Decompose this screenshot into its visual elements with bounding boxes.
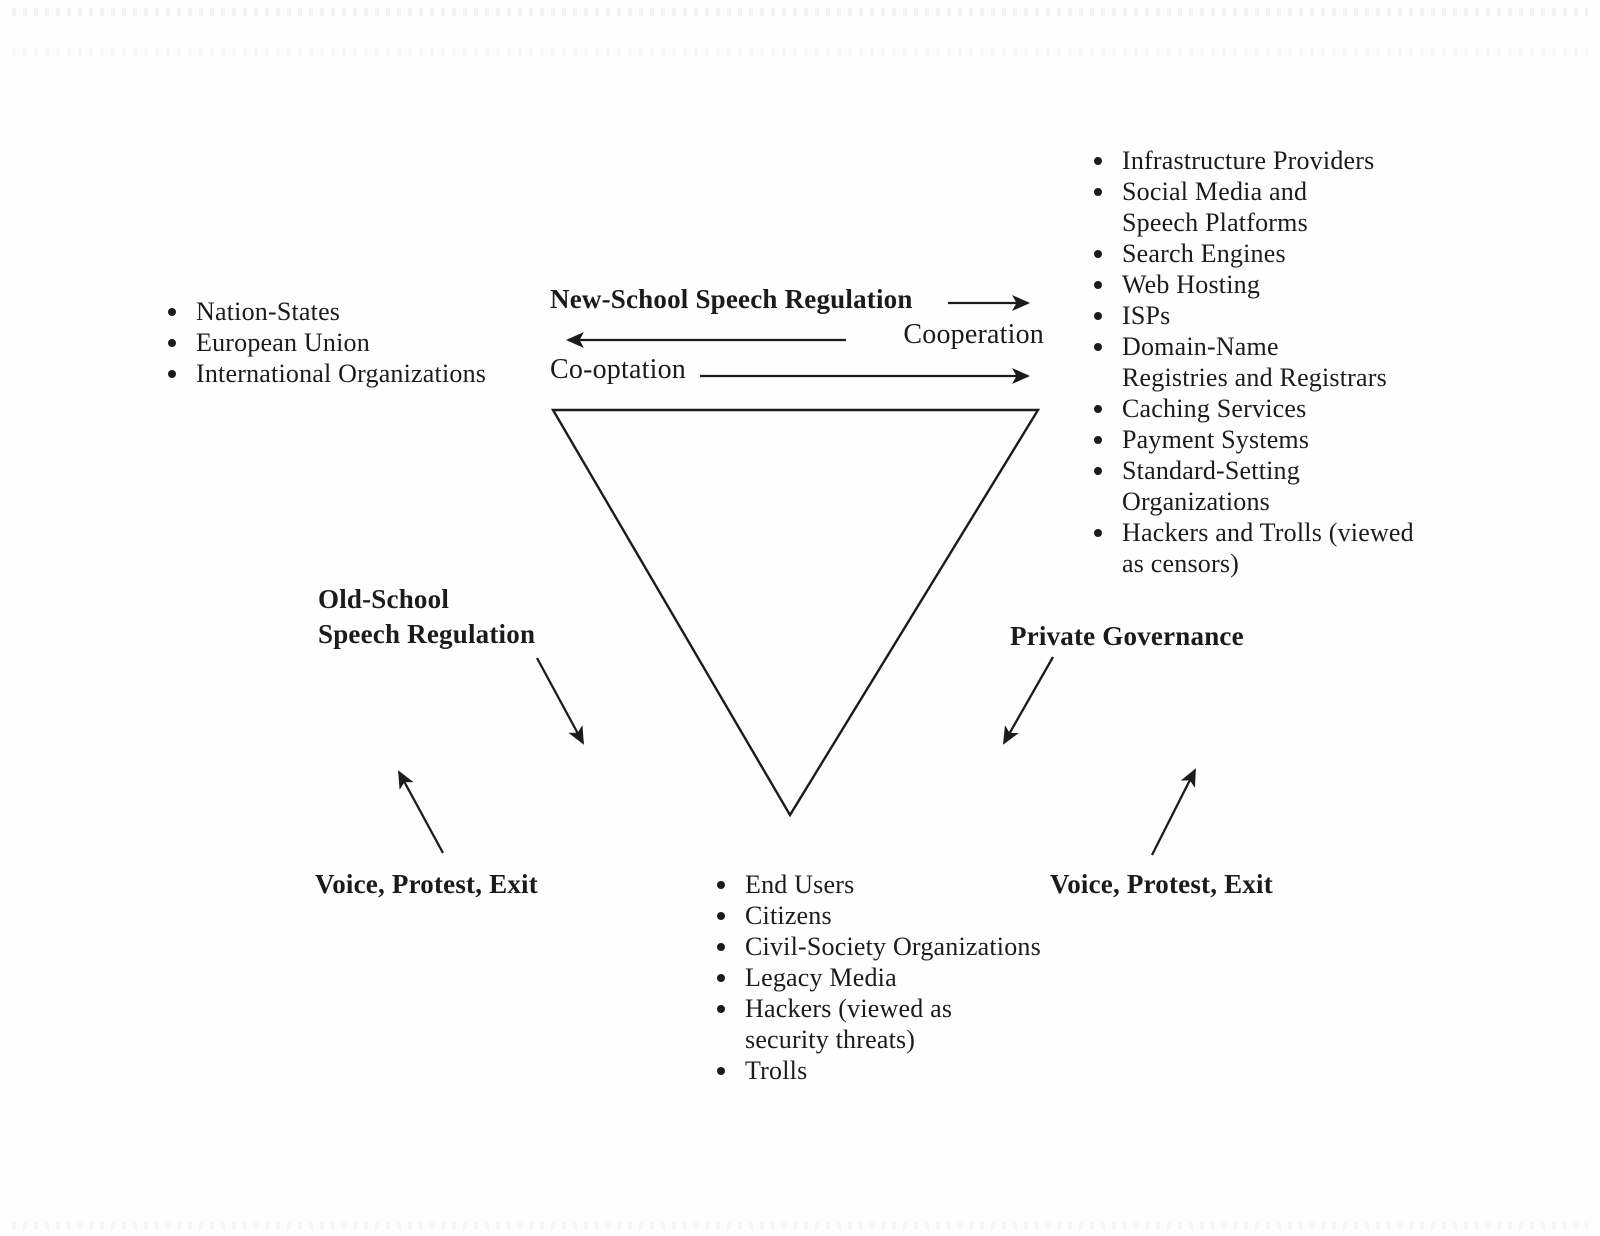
list-item: Trolls xyxy=(712,1055,1112,1086)
voice-protest-exit-right-label: Voice, Protest, Exit xyxy=(1050,869,1273,899)
list-item: Nation-States xyxy=(163,296,583,327)
list-item: Search Engines xyxy=(1089,238,1519,269)
private-governance-label: Private Governance xyxy=(1010,621,1244,651)
arrow-voice-right-up xyxy=(1150,768,1197,856)
list-item: Legacy Media xyxy=(712,962,1112,993)
voice-protest-exit-left-label: Voice, Protest, Exit xyxy=(315,869,538,899)
list-item: Infrastructure Providers xyxy=(1089,145,1519,176)
list-item: Hackers and Trolls (viewed as censors) xyxy=(1089,517,1519,579)
list-item: Civil-Society Organizations xyxy=(712,931,1112,962)
list-item: Domain-Name Registries and Registrars xyxy=(1089,331,1519,393)
arrow-old-school-down xyxy=(535,657,585,745)
old-school-speech-regulation-label: Old-School Speech Regulation xyxy=(318,584,536,649)
scan-artifact-line xyxy=(12,8,1588,16)
scan-artifact-line xyxy=(12,1222,1588,1230)
new-school-speech-regulation-label: New-School Speech Regulation xyxy=(550,284,913,314)
list-item: Payment Systems xyxy=(1089,424,1519,455)
list-item: International Organizations xyxy=(163,358,583,389)
arrow-private-governance-down xyxy=(1003,656,1054,745)
scan-artifact-line xyxy=(12,48,1588,56)
list-item: Hackers (viewed as security threats) xyxy=(712,993,1112,1055)
list-item: ISPs xyxy=(1089,300,1519,331)
list-item: European Union xyxy=(163,327,583,358)
list-item: Standard-Setting Organizations xyxy=(1089,455,1519,517)
list-item: Web Hosting xyxy=(1089,269,1519,300)
list-item: Citizens xyxy=(712,900,1112,931)
triangle-shape xyxy=(550,408,1041,818)
list-item: Caching Services xyxy=(1089,393,1519,424)
list-item: End Users xyxy=(712,869,1112,900)
cooptation-label: Co-optation xyxy=(550,354,686,385)
list-item: Social Media and Speech Platforms xyxy=(1089,176,1519,238)
arrow-voice-left-up xyxy=(397,770,445,854)
cooperation-label: Cooperation xyxy=(903,319,1044,350)
